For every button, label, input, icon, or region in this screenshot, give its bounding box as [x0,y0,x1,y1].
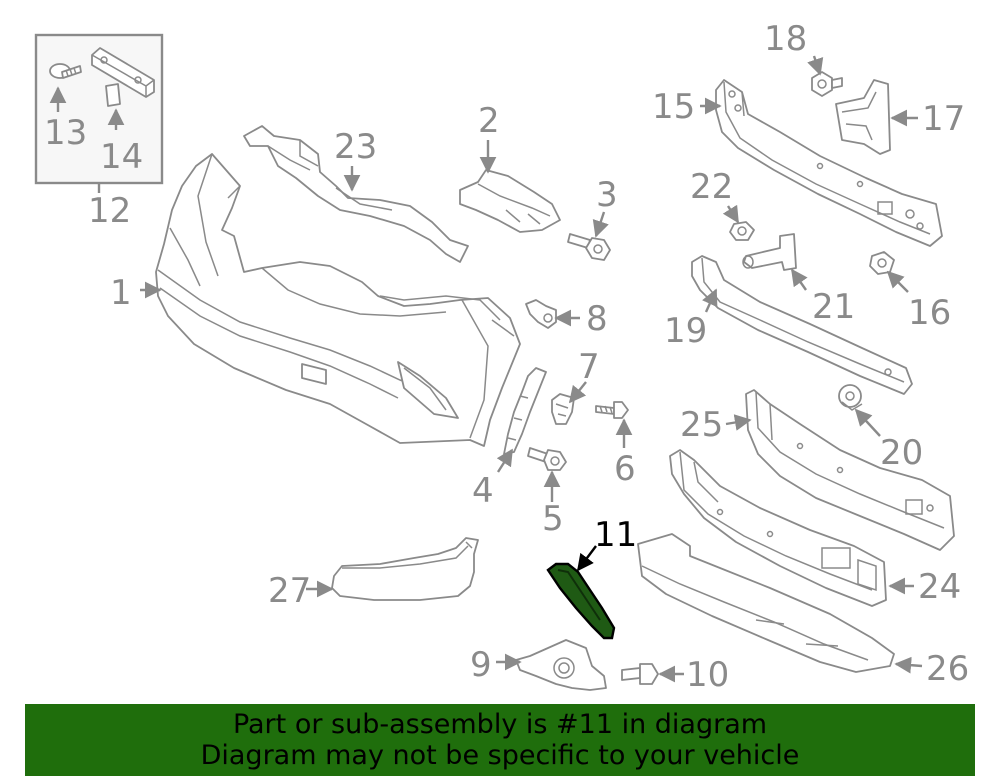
parts-diagram: 1 2 3 4 5 6 7 8 9 10 11 12 13 14 15 16 1… [34,19,969,695]
callout-26: 26 [926,649,969,689]
part-19-absorber-bar [691,255,913,395]
part-5-bolt [527,447,567,471]
callout-13: 13 [44,113,87,153]
callout-16: 16 [908,293,951,333]
part-24-absorber [669,449,887,607]
callout-25: 25 [680,405,723,445]
callout-19: 19 [664,311,707,351]
part-25-lower-reinforcement [745,389,955,551]
part-20-nut [838,384,863,411]
callout-numbers: 1 2 3 4 5 6 7 8 9 10 11 12 13 14 15 16 1… [44,19,969,695]
callout-4: 4 [472,471,494,511]
callout-24: 24 [918,567,961,607]
inset-box-12 [34,33,164,193]
banner-line-2: Diagram may not be specific to your vehi… [200,740,800,771]
part-21-bracket [742,233,797,271]
part-9-bracket [515,639,607,691]
part-11-highlighted-cover[interactable] [546,562,616,640]
part-16-bolt [869,251,895,275]
callout-9: 9 [470,645,492,685]
callout-11[interactable]: 11 [594,515,637,555]
part-23-upper-bracket [243,125,469,263]
callout-20: 20 [880,433,923,473]
callout-27: 27 [268,571,311,611]
part-26-lower-spoiler [637,533,895,673]
callout-23: 23 [334,127,377,167]
callout-3: 3 [596,175,618,215]
part-17-bracket [835,79,891,155]
callout-18: 18 [764,19,807,59]
callout-1: 1 [110,273,132,313]
part-10-bolt [621,663,659,685]
part-4-side-support [503,367,547,455]
banner-line-1: Part or sub-assembly is #11 in diagram [232,709,768,740]
callout-12: 12 [88,191,131,231]
part-27-lamp-trim [331,537,479,601]
callout-17: 17 [922,99,965,139]
callout-7: 7 [578,347,600,387]
part-22-bolt [729,221,755,241]
callout-22: 22 [690,167,733,207]
part-18-bolt [811,71,843,97]
callout-2: 2 [478,101,500,141]
leader-lines [140,55,923,683]
part-7-retainer [551,393,575,425]
part-6-screw [595,401,629,419]
callout-21: 21 [812,287,855,327]
info-banner: Part or sub-assembly is #11 in diagram D… [25,704,975,776]
part-3-bolt [567,233,611,261]
callout-5: 5 [542,499,564,539]
callout-14: 14 [100,137,143,177]
part-8-clip [525,299,557,329]
part-14-plate [91,47,155,107]
callout-8: 8 [586,299,608,339]
callout-15: 15 [652,87,695,127]
callout-6: 6 [614,449,636,489]
part-2-side-bracket [459,169,561,233]
part-13-screw [49,63,82,79]
part-15-reinforcement [715,79,943,247]
callout-10: 10 [686,655,729,695]
